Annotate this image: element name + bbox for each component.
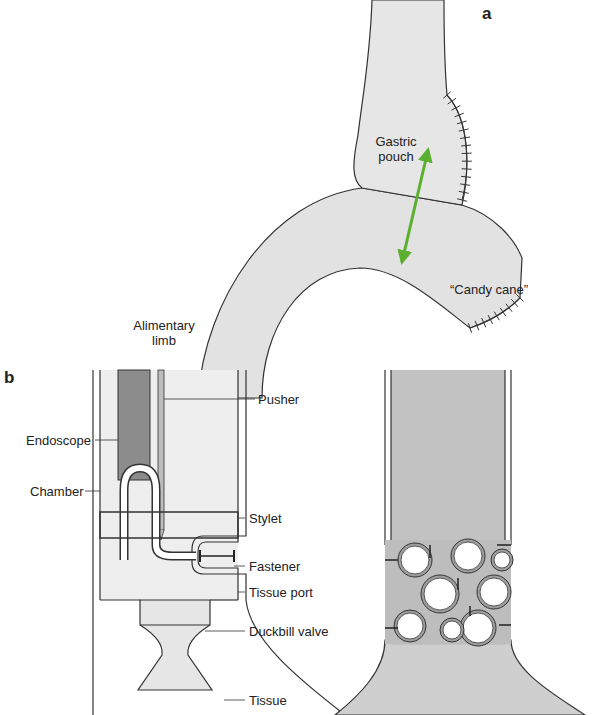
staple-tick: [457, 199, 467, 202]
fold-lumen: [454, 542, 482, 570]
panel-letter: a: [482, 4, 506, 23]
chamber-channel: [124, 468, 196, 560]
device-wall: [198, 370, 238, 600]
part-label: Tissue: [249, 693, 339, 708]
leader-line: [164, 399, 255, 400]
part-label: Gastric pouch: [364, 134, 428, 164]
staple-tick: [448, 98, 456, 104]
part-label: Duckbill valve: [249, 624, 359, 639]
fastener-mark: [499, 624, 511, 626]
staple-tick: [511, 299, 518, 307]
staple-tick: [459, 129, 469, 131]
stylet-band: [100, 512, 238, 538]
staple-tick: [454, 113, 463, 117]
fastener-mark: [469, 606, 471, 616]
tissue-fold: [421, 575, 459, 613]
fold-lumen: [443, 621, 461, 639]
staple-tick: [494, 312, 499, 321]
fastener-mark: [385, 559, 398, 561]
leader-line: [238, 518, 245, 519]
staple-tick: [506, 304, 512, 312]
staple-line: [470, 298, 520, 328]
fastener-mark: [497, 544, 511, 546]
fold-lumen: [397, 613, 423, 639]
fold-lumen: [463, 613, 493, 643]
part-label: Alimentary limb: [124, 318, 204, 348]
staple-tick: [459, 191, 469, 193]
gastric-pouch: [354, 0, 467, 205]
tissue-fold: [491, 549, 513, 571]
fastener-end: [233, 550, 235, 562]
staple-tick: [468, 323, 471, 332]
fastener-end: [199, 550, 201, 562]
staple-tick: [460, 184, 470, 185]
part-label: “Candy cane”: [450, 282, 560, 297]
tissue-fold: [398, 543, 432, 577]
tissue-fold: [440, 618, 464, 642]
staple-tick: [482, 318, 486, 327]
tube-wall: [504, 370, 505, 545]
fastener-mark: [429, 545, 431, 558]
tube-wall: [384, 370, 385, 545]
staple-tick: [462, 161, 472, 162]
panel-letter: b: [4, 368, 28, 387]
staple-tick: [443, 92, 450, 99]
endoscope: [118, 370, 150, 480]
tube-wall: [390, 370, 391, 545]
part-label: Endoscope: [26, 433, 96, 448]
leader-line: [85, 491, 100, 492]
part-label: Chamber: [30, 484, 90, 499]
duckbill-valve: [138, 600, 212, 690]
stomach-flare: [335, 640, 585, 715]
leader-line: [224, 700, 245, 701]
distance-arrow: [402, 150, 428, 262]
tissue-wall: [92, 370, 93, 715]
valve-line: [140, 625, 210, 626]
staple-tick: [451, 106, 460, 111]
staple-tick: [461, 176, 471, 178]
device-bottom: [100, 599, 140, 600]
part-label: Stylet: [249, 511, 339, 526]
staple-tick: [500, 308, 506, 316]
tissue-fold: [451, 539, 485, 573]
fastener-bar: [200, 555, 234, 557]
leader-line: [234, 566, 245, 567]
tissue-fold: [394, 610, 426, 642]
tissue-fold: [477, 575, 511, 609]
chamber-fill: [100, 370, 238, 600]
part-label: Fastener: [249, 559, 339, 574]
staple-tick: [457, 121, 467, 124]
plication-cluster: [385, 539, 513, 646]
staple-tick: [462, 168, 472, 169]
tissue-fold: [460, 610, 496, 646]
fold-lumen: [401, 546, 429, 574]
leader-line: [95, 440, 118, 441]
leader-lines: [85, 399, 255, 700]
leader-line: [238, 592, 245, 593]
staple-tick: [460, 137, 470, 139]
fold-lumen: [480, 578, 508, 606]
tissue-wall: [192, 370, 345, 715]
fold-lumen: [494, 552, 510, 568]
fastener-mark: [385, 627, 398, 629]
staple-tick: [488, 315, 493, 324]
device-bottom: [210, 599, 238, 600]
fastener-symbol: [200, 550, 234, 562]
leader-line: [205, 631, 245, 632]
staple-tick: [461, 145, 471, 147]
part-label: Tissue port: [249, 585, 349, 600]
staple-tick: [462, 153, 472, 154]
tube-wall: [510, 370, 511, 545]
fold-lumen: [424, 578, 456, 610]
part-label: Pusher: [258, 392, 358, 407]
chamber-channel: [124, 468, 196, 560]
fastener-mark: [457, 578, 459, 590]
staple-tick: [475, 321, 479, 330]
device-wall: [99, 370, 100, 600]
